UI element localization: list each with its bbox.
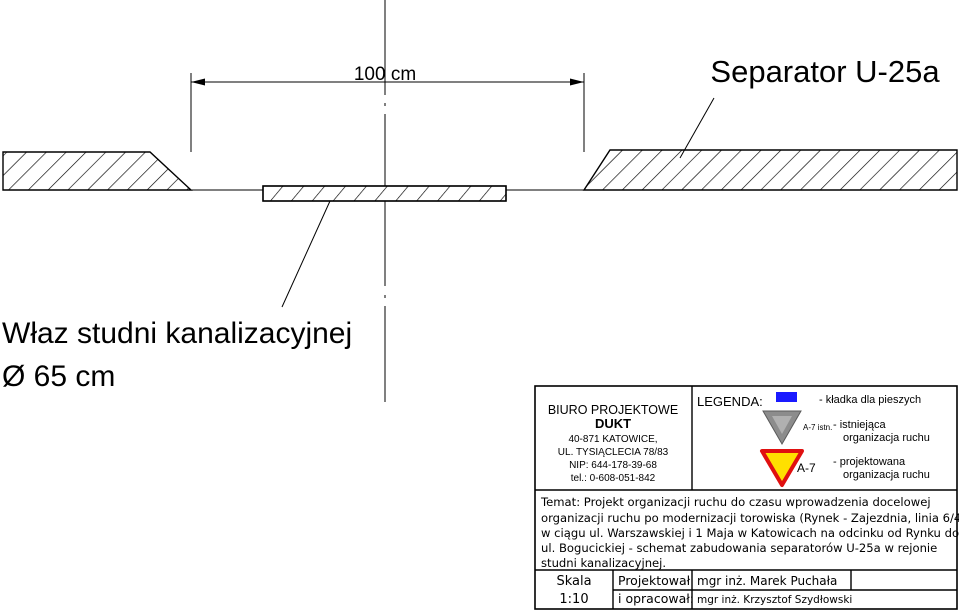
manhole-label-line1: Właz studni kanalizacyjnej [2, 317, 352, 350]
prepared-label: i opracował: [618, 591, 694, 606]
scale-value: 1:10 [559, 592, 588, 607]
footbridge-swatch [776, 392, 797, 402]
bureau-line3: 40-871 KATOWICE, [568, 434, 657, 445]
dimension-label: 100 cm [354, 64, 416, 85]
manhole-leader-line [281, 200, 331, 308]
topic-line5: studni kanalizacyjnej. [541, 556, 666, 570]
bureau-line4: UL. TYSIĄCLECIA 78/83 [558, 447, 669, 458]
topic-line3: w ciągu ul. Warszawskiej i 1 Maja w Kato… [541, 526, 959, 540]
bureau-info: BIURO PROJEKTOWE DUKT 40-871 KATOWICE, U… [548, 403, 678, 484]
topic-text: Temat: Projekt organizacji ruchu do czas… [540, 495, 959, 570]
legend-projected-line1: - projektowana [833, 456, 906, 468]
separator-right [582, 149, 958, 191]
legend-projected-line2: organizacja ruchu [843, 469, 930, 481]
designed-name: mgr inż. Marek Puchała [697, 574, 837, 588]
bureau-line1: BIURO PROJEKTOWE [548, 403, 678, 417]
projected-sign-icon [760, 449, 804, 487]
legend-footbridge: - kładka dla pieszych [819, 394, 921, 406]
existing-sign-code: A-7 istn. [803, 423, 832, 432]
dimension-line [190, 73, 585, 152]
designed-label: Projektował [618, 573, 691, 588]
manhole-label-line2: Ø 65 cm [2, 360, 115, 393]
projected-sign-code: A-7 [797, 461, 816, 475]
bureau-line5: NIP: 644-178-39-68 [569, 460, 657, 471]
drawing-title: Separator U-25a [710, 54, 940, 89]
legend-header: LEGENDA: [697, 394, 763, 409]
title-block [534, 385, 958, 610]
title-leader-line [679, 97, 715, 159]
legend-existing-line1: - istniejąca [833, 419, 886, 431]
topic-line1: Temat: Projekt organizacji ruchu do czas… [540, 495, 931, 509]
scale-label: Skala [556, 574, 591, 589]
separator-left [2, 151, 193, 191]
legend-existing-line2: organizacja ruchu [843, 432, 930, 444]
bureau-line2: DUKT [595, 416, 631, 431]
legend: LEGENDA: - kładka dla pieszych A-7 istn.… [697, 392, 930, 487]
bureau-line6: tel.: 0-608-051-842 [571, 473, 656, 484]
topic-line2: organizacji ruchu po modernizacji torowi… [541, 511, 959, 525]
topic-line4: ul. Bogucickiej - schemat zabudowania se… [541, 541, 937, 555]
prepared-name: mgr inż. Krzysztof Szydłowski [697, 594, 852, 606]
